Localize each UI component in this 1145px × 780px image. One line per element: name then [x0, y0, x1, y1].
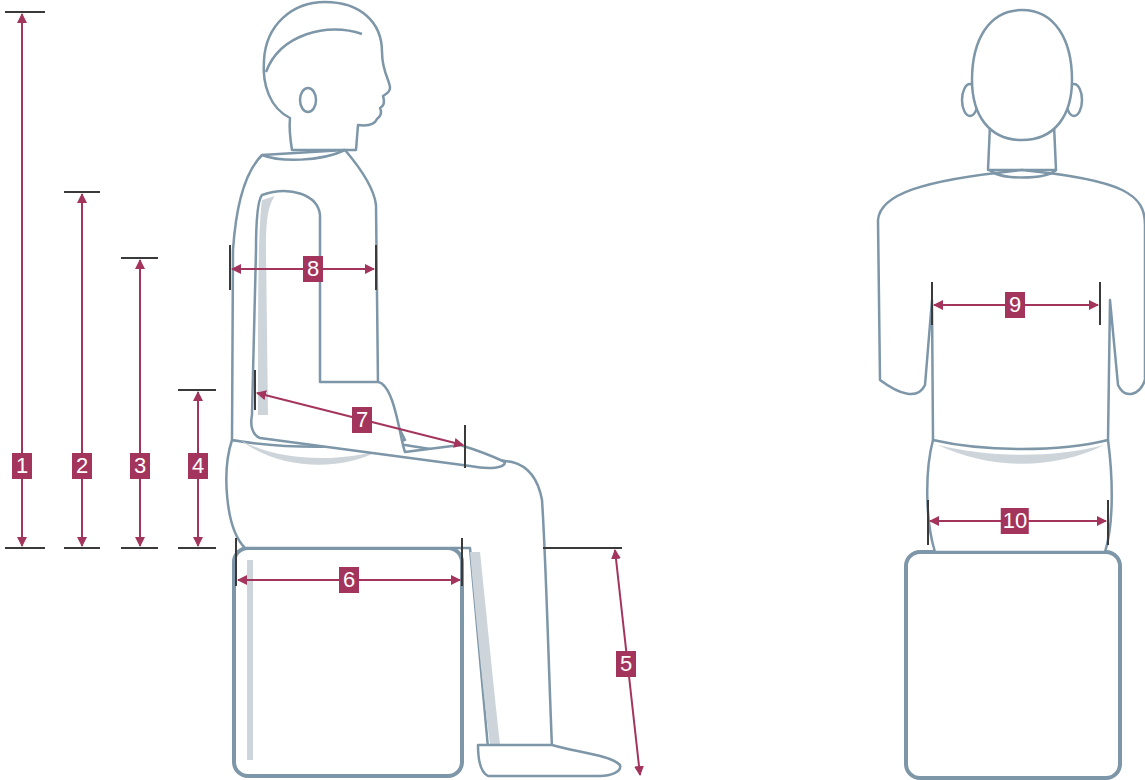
arm-side: [251, 191, 505, 468]
head-back: [972, 10, 1072, 140]
dimension-arrow: [615, 550, 640, 775]
arm-shadow: [258, 196, 275, 415]
callout-number: 2: [72, 453, 92, 479]
callout-number: 9: [1005, 292, 1025, 318]
tick-ten: [928, 500, 1108, 545]
ear-side: [300, 88, 316, 112]
callout-number: 8: [303, 256, 323, 282]
shirt-back: [878, 170, 1145, 449]
leg-shadow: [470, 552, 500, 744]
callout-number: 5: [616, 651, 636, 677]
dimension-arrow: [81, 194, 83, 546]
collar-side: [262, 150, 345, 160]
stool-side: [234, 548, 462, 776]
callout-number: 7: [352, 407, 372, 433]
tick-nine: [932, 282, 1100, 325]
dimension-arrow: [139, 260, 141, 546]
shoe-side: [478, 745, 620, 776]
dimension-arrows: [22, 14, 1106, 775]
tick-seven: [255, 370, 465, 468]
dimension-ticks: [5, 12, 1108, 586]
side-figure: [226, 2, 620, 776]
stool-shadow: [247, 560, 253, 760]
trousers-back: [927, 440, 1112, 552]
trousers-side: [226, 440, 552, 748]
callout-number: 4: [188, 453, 208, 479]
tick-top: [5, 12, 216, 390]
tick-eight: [230, 245, 376, 290]
callout-number: 3: [130, 453, 150, 479]
back-figure: [878, 10, 1145, 778]
callout-number: 6: [339, 567, 359, 593]
collar-back: [990, 170, 1056, 178]
dimension-arrow: [257, 393, 463, 445]
hair-line: [266, 30, 362, 72]
stool-front: [906, 552, 1120, 778]
tick-base: [5, 547, 622, 549]
head-side: [264, 2, 390, 150]
back-hem-shadow: [938, 445, 1104, 464]
callout-number: 1: [12, 453, 32, 479]
callout-number: 10: [1001, 508, 1029, 534]
